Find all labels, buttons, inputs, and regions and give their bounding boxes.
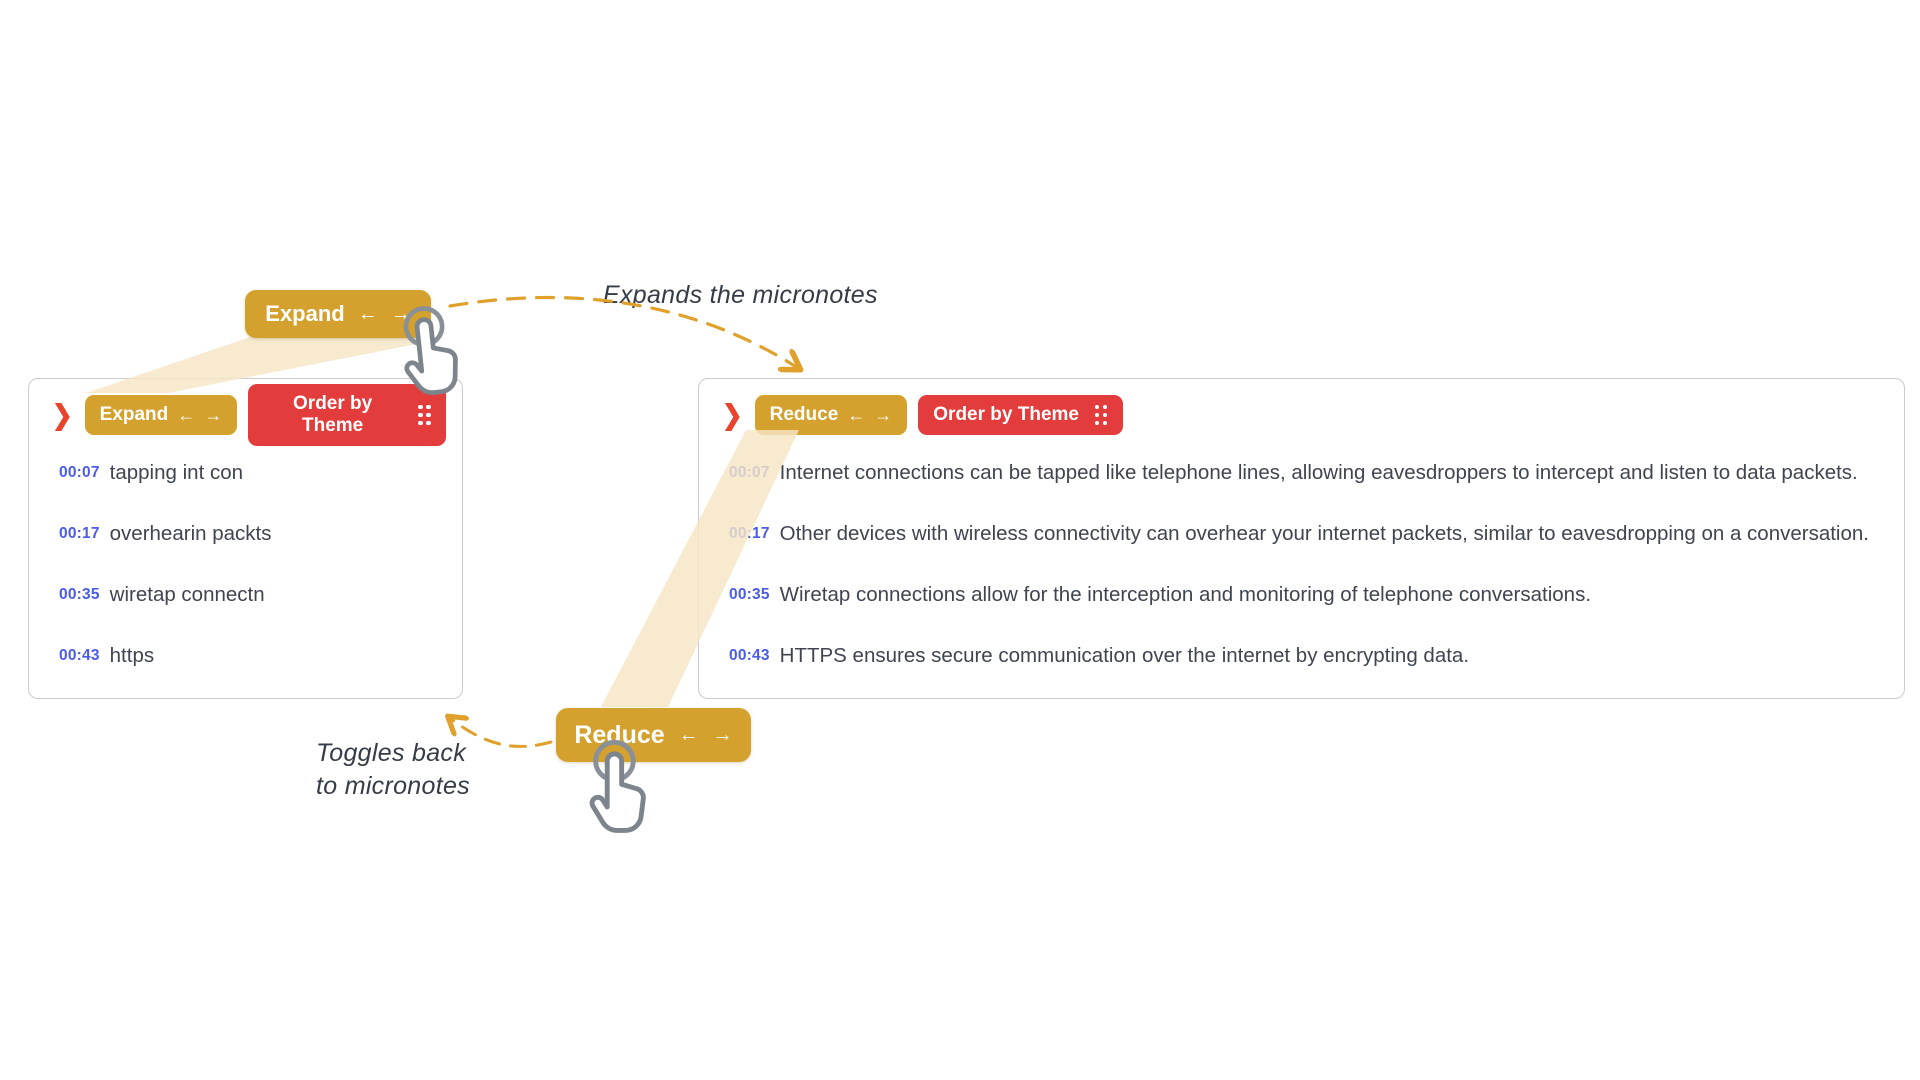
note-text: Internet connections can be tapped like … bbox=[779, 460, 1858, 484]
micronotes-list: 00:07 tapping int con 00:17 overhearin p… bbox=[29, 438, 462, 698]
expand-demo-label: Expand bbox=[265, 301, 345, 326]
list-item: 00:17 overhearin packts bbox=[59, 503, 450, 564]
timestamp[interactable]: 00:17 bbox=[59, 524, 100, 542]
list-item: 00:07 Internet connections can be tapped… bbox=[729, 442, 1892, 503]
reduce-annotation-line2: to micronotes bbox=[316, 772, 470, 800]
list-item: 00:17 Other devices with wireless connec… bbox=[729, 503, 1892, 564]
note-text: Wiretap connections allow for the interc… bbox=[779, 582, 1592, 606]
order-by-theme-label: Order by Theme bbox=[933, 404, 1079, 425]
list-item: 00:07 tapping int con bbox=[59, 442, 450, 503]
redo-arrow-icon: → bbox=[712, 724, 733, 746]
undo-arrow-icon[interactable]: ← bbox=[847, 405, 866, 425]
reduce-demo-button[interactable]: Reduce ← → bbox=[556, 708, 751, 762]
expanded-notes-panel: ❯ Reduce ← → Order by Theme 00:07 Intern… bbox=[698, 378, 1905, 699]
undo-arrow-icon: ← bbox=[357, 303, 378, 325]
redo-arrow-icon[interactable]: → bbox=[874, 405, 893, 425]
redo-arrow-icon[interactable]: → bbox=[204, 405, 223, 425]
drag-grip-icon[interactable] bbox=[418, 404, 431, 426]
order-by-theme-label: Order by Theme bbox=[293, 393, 373, 436]
undo-arrow-icon[interactable]: ← bbox=[177, 405, 196, 425]
timestamp[interactable]: 00:17 bbox=[729, 524, 770, 542]
timestamp[interactable]: 00:35 bbox=[729, 585, 770, 603]
reduce-demo-label: Reduce bbox=[574, 720, 665, 749]
note-text: HTTPS ensures secure communication over … bbox=[779, 643, 1470, 667]
collapse-chevron-icon[interactable]: ❯ bbox=[51, 399, 73, 430]
micronotes-panel-header: ❯ Expand ← → Order by Theme bbox=[29, 379, 462, 446]
micronotes-panel: ❯ Expand ← → Order by Theme 00:07 tappin… bbox=[28, 378, 463, 699]
drag-grip-icon[interactable] bbox=[1094, 404, 1108, 426]
list-item: 00:43 https bbox=[59, 625, 450, 686]
note-text: https bbox=[109, 643, 155, 667]
reduce-annotation-line1: Toggles back bbox=[316, 739, 466, 767]
timestamp[interactable]: 00:43 bbox=[729, 646, 770, 664]
timestamp[interactable]: 00:07 bbox=[729, 463, 770, 481]
undo-arrow-icon: ← bbox=[678, 724, 699, 746]
note-text: tapping int con bbox=[109, 460, 244, 484]
reduce-toggle-button[interactable]: Reduce ← → bbox=[754, 395, 908, 435]
expanded-notes-list: 00:07 Internet connections can be tapped… bbox=[699, 438, 1904, 698]
order-by-theme-button[interactable]: Order by Theme bbox=[918, 395, 1123, 435]
collapse-chevron-icon[interactable]: ❯ bbox=[721, 399, 743, 430]
reduce-annotation: Toggles back to micronotes bbox=[316, 737, 470, 803]
redo-arrow-icon: → bbox=[390, 303, 411, 325]
expanded-panel-header: ❯ Reduce ← → Order by Theme bbox=[699, 379, 1904, 438]
list-item: 00:35 Wiretap connections allow for the … bbox=[729, 564, 1892, 625]
expand-toggle-label: Expand bbox=[99, 404, 169, 425]
list-item: 00:35 wiretap connectn bbox=[59, 564, 450, 625]
timestamp[interactable]: 00:07 bbox=[59, 463, 100, 481]
reduce-toggle-label: Reduce bbox=[769, 404, 839, 425]
expand-toggle-button[interactable]: Expand ← → bbox=[84, 395, 238, 435]
note-text: Other devices with wireless connectivity… bbox=[779, 521, 1869, 545]
expand-annotation: Expands the micronotes bbox=[603, 281, 878, 309]
timestamp[interactable]: 00:43 bbox=[59, 646, 100, 664]
note-text: overhearin packts bbox=[109, 521, 272, 545]
order-by-theme-button[interactable]: Order by Theme bbox=[248, 384, 446, 446]
timestamp[interactable]: 00:35 bbox=[59, 585, 100, 603]
expand-demo-button[interactable]: Expand ← → bbox=[245, 290, 431, 338]
note-text: wiretap connectn bbox=[109, 582, 265, 606]
list-item: 00:43 HTTPS ensures secure communication… bbox=[729, 625, 1892, 686]
